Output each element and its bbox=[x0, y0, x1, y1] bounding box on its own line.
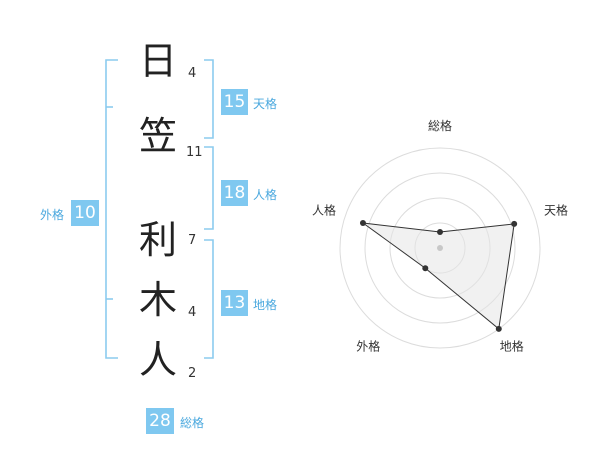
radar-point-3 bbox=[495, 325, 502, 332]
soukaku-label: 総格 bbox=[180, 416, 205, 430]
stroke-count-1: 4 bbox=[188, 66, 197, 81]
tenkaku-label: 天格 bbox=[253, 97, 278, 111]
stroke-count-4: 4 bbox=[188, 305, 197, 320]
gaikaku-label: 外格 bbox=[40, 208, 65, 222]
name-char-3: 利 bbox=[138, 218, 177, 262]
radar-ring-3 bbox=[364, 172, 516, 324]
radar-point-2 bbox=[511, 220, 518, 227]
tenkaku-bracket bbox=[204, 59, 214, 139]
jinkaku-label: 人格 bbox=[253, 188, 278, 202]
name-char-2: 笠 bbox=[138, 114, 177, 158]
soukaku-value: 28 bbox=[146, 408, 174, 434]
name-char-4: 木 bbox=[138, 278, 177, 322]
radar-axis-label-1: 総格 bbox=[428, 118, 452, 133]
radar-point-1 bbox=[437, 229, 443, 235]
gaikaku-bracket bbox=[105, 59, 118, 359]
stroke-count-5: 2 bbox=[188, 366, 197, 381]
radar-center-dot bbox=[437, 245, 443, 251]
radar-ring-4 bbox=[339, 147, 541, 349]
gaikaku-value: 10 bbox=[71, 200, 99, 226]
tenkaku-value: 15 bbox=[221, 89, 248, 115]
stroke-count-3: 7 bbox=[188, 233, 197, 248]
jinkaku-value: 18 bbox=[221, 180, 248, 206]
radar-axis-label-3: 地格 bbox=[500, 339, 524, 354]
chikaku-bracket bbox=[204, 239, 214, 359]
radar-polygon bbox=[361, 222, 515, 330]
radar-points bbox=[359, 219, 518, 332]
name-char-5: 人 bbox=[138, 338, 177, 382]
chikaku-value: 13 bbox=[221, 290, 248, 316]
radar-point-5 bbox=[359, 219, 366, 226]
radar-axis-label-4: 外格 bbox=[356, 339, 380, 354]
jinkaku-bracket bbox=[204, 146, 214, 230]
radar-point-4 bbox=[422, 265, 429, 272]
name-char-1: 日 bbox=[138, 39, 177, 83]
chikaku-label: 地格 bbox=[253, 298, 278, 312]
radar-axis-label-2: 天格 bbox=[544, 202, 568, 217]
radar-axis-label-5: 人格 bbox=[312, 202, 336, 217]
stroke-count-2: 11 bbox=[186, 145, 203, 160]
